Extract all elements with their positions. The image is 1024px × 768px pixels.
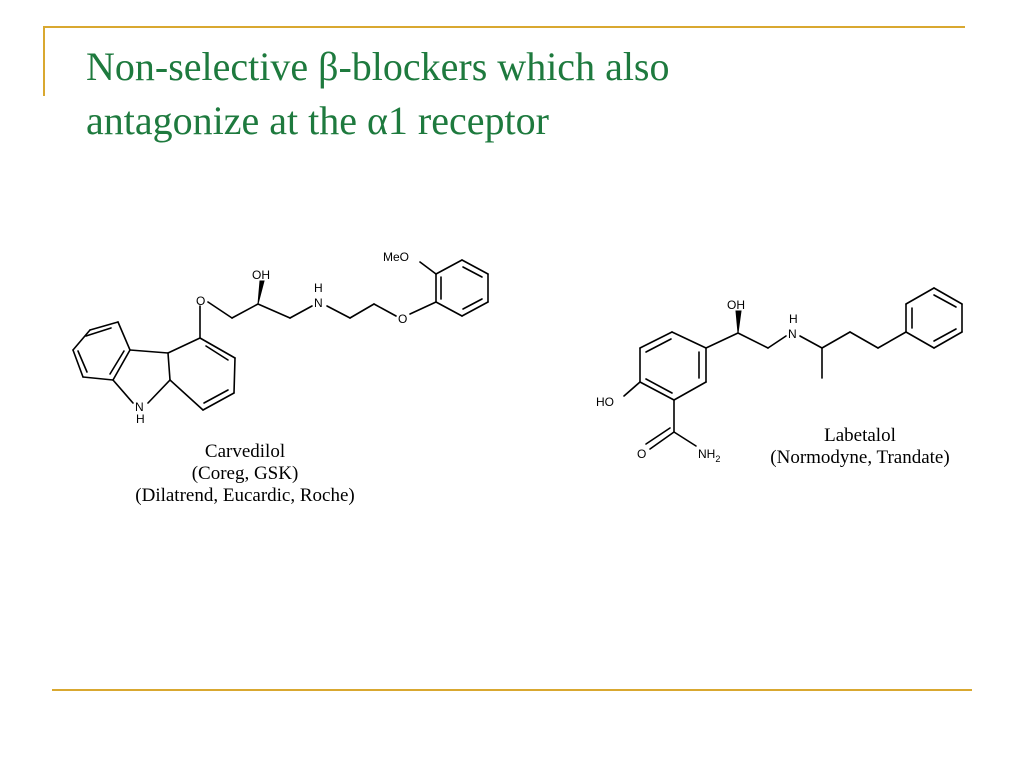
labetalol-atom-nh2-main: NH <box>698 447 715 461</box>
carvedilol-atom-o2: O <box>398 312 407 326</box>
labetalol-atom-oh: OH <box>727 298 745 312</box>
carvedilol-atom-meo: MeO <box>383 250 409 264</box>
labetalol-atom-nh2-subscript: 2 <box>715 454 720 464</box>
accent-vertical-line <box>43 26 45 96</box>
carvedilol-atom-n-amine: N <box>314 296 323 310</box>
carvedilol-caption: Carvedilol (Coreg, GSK) (Dilatrend, Euca… <box>80 441 410 507</box>
carvedilol-name: Carvedilol <box>204 441 286 462</box>
carvedilol-atom-h-carbazole: H <box>136 412 145 426</box>
carvedilol-brand-line1: (Coreg, GSK) <box>191 463 299 484</box>
carvedilol-atom-oh: OH <box>252 268 270 282</box>
accent-top-line <box>43 26 965 28</box>
labetalol-atom-n-amine: N <box>788 327 797 341</box>
carvedilol-atom-h-amine: H <box>314 281 323 295</box>
slide-title-line2: antagonize at the α1 receptor <box>86 98 549 143</box>
labetalol-brands: (Normodyne, Trandate) <box>770 447 950 468</box>
slide-title-line1: Non-selective β-blockers which also <box>86 44 670 89</box>
carvedilol-atom-o1: O <box>196 294 205 308</box>
labetalol-atom-h-amine: H <box>789 312 798 326</box>
labetalol-atom-ho: HO <box>596 395 614 409</box>
carvedilol-brand-line2: (Dilatrend, Eucardic, Roche) <box>135 485 355 506</box>
labetalol-name: Labetalol <box>824 425 896 446</box>
accent-bottom-line <box>52 689 972 691</box>
labetalol-atom-o-carbonyl: O <box>637 447 646 461</box>
carvedilol-atom-n-carbazole: N <box>135 400 144 414</box>
labetalol-atom-nh2: NH2 <box>698 447 720 464</box>
slide-title: Non-selective β-blockers which also anta… <box>86 40 670 148</box>
labetalol-caption: Labetalol (Normodyne, Trandate) <box>730 425 990 469</box>
